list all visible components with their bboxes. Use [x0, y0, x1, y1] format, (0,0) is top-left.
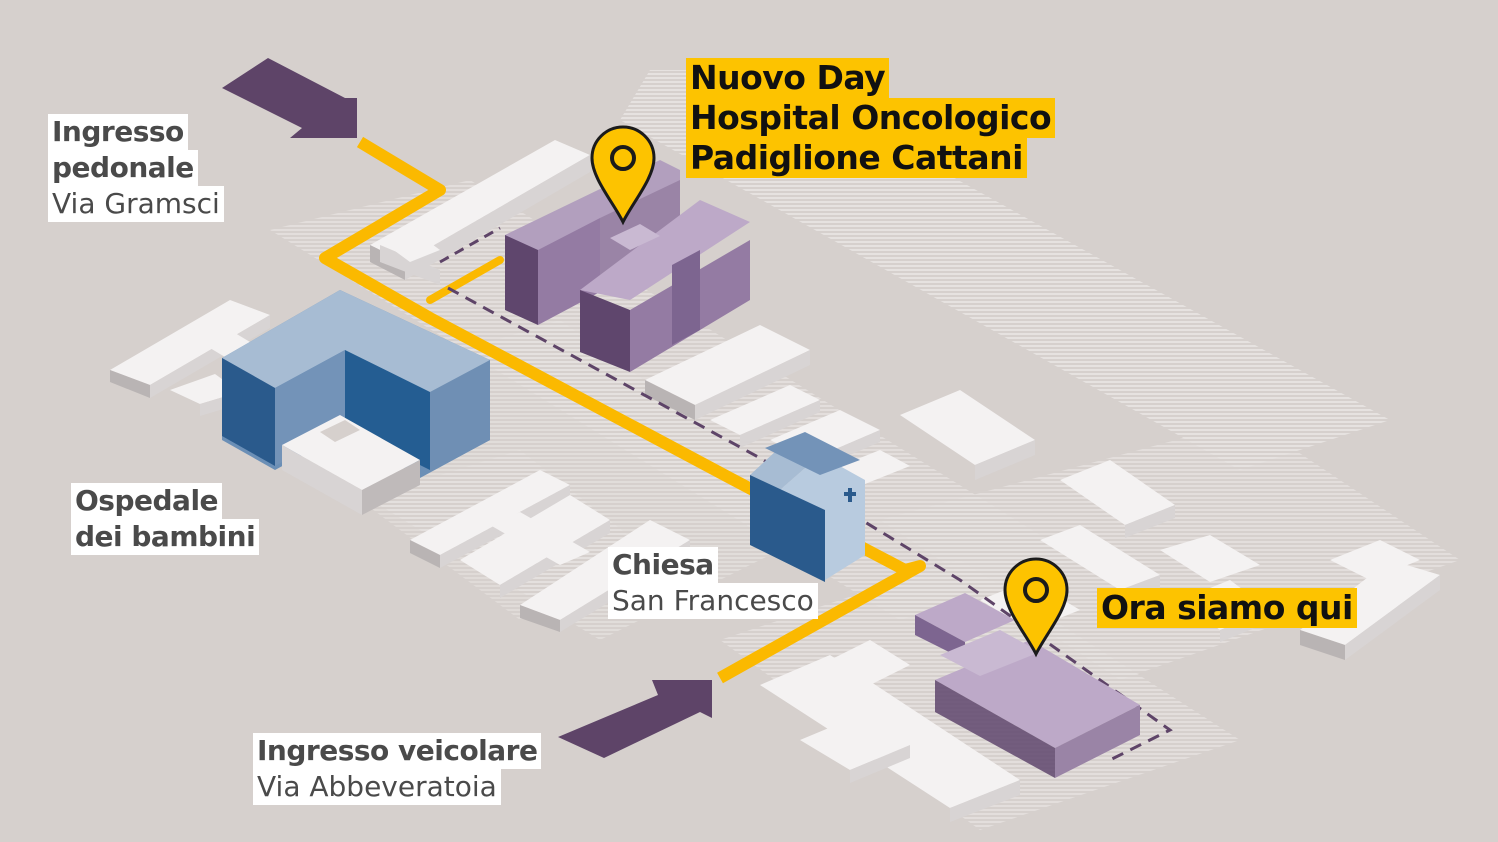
- arrow-right-icon: [222, 58, 357, 138]
- childrens-hospital-building: [222, 290, 490, 515]
- pedestrian-entrance-street: Via Gramsci: [48, 186, 224, 222]
- destination-label: Nuovo Day Hospital Oncologico Padiglione…: [686, 58, 1056, 178]
- destination-line2: Hospital Oncologico: [686, 98, 1056, 138]
- pedestrian-entrance-label: Ingresso pedonale Via Gramsci: [48, 114, 224, 222]
- pedestrian-entrance-line1: Ingresso: [48, 114, 188, 150]
- childrens-hospital-label: Ospedale dei bambini: [71, 483, 260, 555]
- childrens-hospital-line1: Ospedale: [71, 483, 223, 519]
- cross-icon: [844, 488, 856, 502]
- church-label: Chiesa San Francesco: [608, 547, 818, 619]
- current-location-label: Ora siamo qui: [1097, 588, 1357, 628]
- vehicle-entrance-label: Ingresso veicolare Via Abbeveratoia: [253, 733, 542, 805]
- alternate-route: [439, 226, 1173, 762]
- current-location-text: Ora siamo qui: [1097, 588, 1357, 628]
- destination-line3: Padiglione Cattani: [686, 138, 1027, 178]
- vehicle-entrance-street: Via Abbeveratoia: [253, 769, 501, 805]
- church-building: [750, 432, 865, 582]
- white-buildings: [110, 140, 1440, 822]
- childrens-hospital-line2: dei bambini: [71, 519, 260, 555]
- map-pin-icon[interactable]: [1003, 557, 1069, 658]
- church-subtitle: San Francesco: [608, 583, 818, 619]
- pedestrian-entrance-line2: pedonale: [48, 150, 198, 186]
- destination-line1: Nuovo Day: [686, 58, 890, 98]
- current-building: [915, 593, 1140, 778]
- church-name: Chiesa: [608, 547, 718, 583]
- arrow-right-icon: [558, 680, 712, 758]
- vehicle-entrance-title: Ingresso veicolare: [253, 733, 542, 769]
- map-pin-icon[interactable]: [590, 125, 656, 226]
- walking-route: [319, 136, 926, 684]
